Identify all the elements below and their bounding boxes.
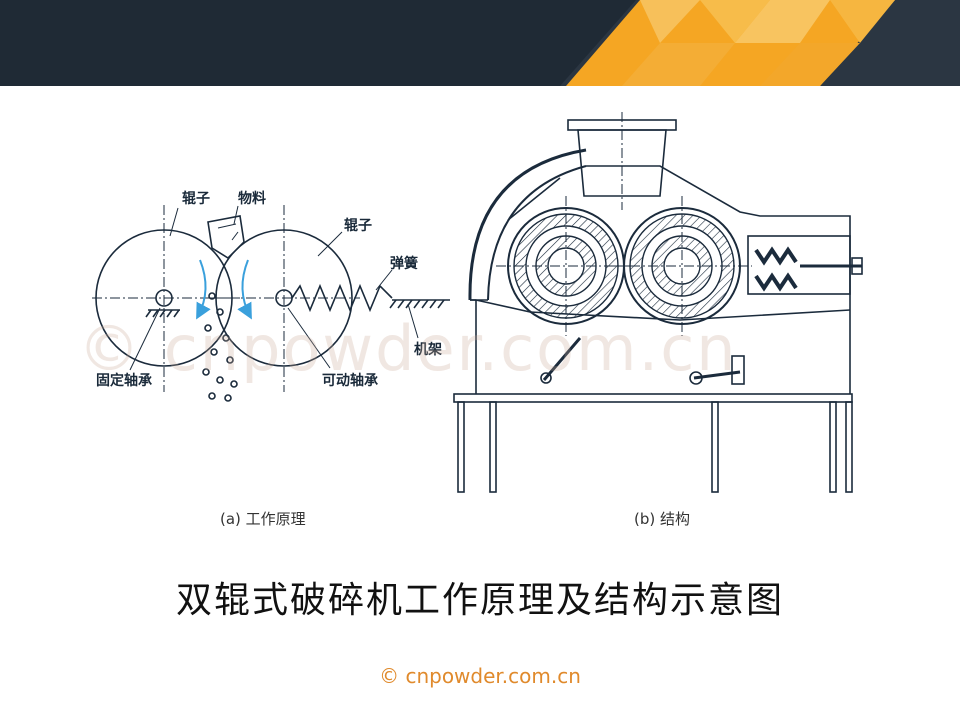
label-spring: 弹簧 [390,255,418,272]
material-lump [207,215,245,260]
crusher-diagram: 辊子 物料 辊子 弹簧 机架 固定轴承 可动轴承 (a) 工作原理 [92,112,863,528]
label-roller-left: 辊子 [182,190,210,207]
label-material: 物料 [238,190,266,207]
page-title: 双辊式破碎机工作原理及结构示意图 [175,580,784,621]
left-rotation-arrow [196,259,211,320]
rotation-arrows [196,259,252,320]
label-roller-right: 辊子 [344,217,372,234]
caption-a: (a) 工作原理 [220,510,306,528]
header-bar [0,0,960,86]
diagram-a [92,205,450,402]
guard-cover [468,148,587,301]
spring [291,283,393,313]
footer-credit: © cnpowder.com.cn [379,664,581,688]
diagram-b [453,112,863,493]
machine-base [453,393,853,403]
right-rotation-arrow [237,259,252,320]
spring-coil [754,246,798,266]
caption-b: (b) 结构 [634,510,690,528]
label-movable-bearing: 可动轴承 [322,372,378,389]
label-fixed-bearing: 固定轴承 [96,372,152,389]
label-frame: 机架 [414,341,442,358]
